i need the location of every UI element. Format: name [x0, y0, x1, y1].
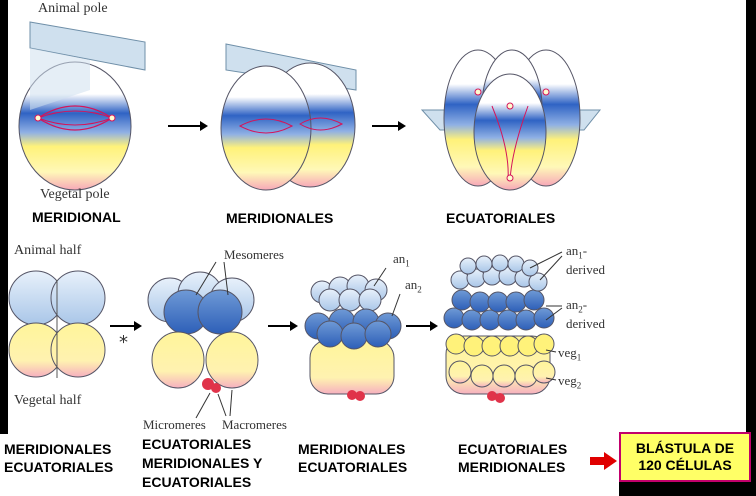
an1-text: an	[393, 251, 406, 266]
centrosome	[542, 88, 550, 96]
blastula-line2: 120 CÉLULAS	[638, 457, 732, 473]
an1-derived-word: derived	[566, 261, 605, 277]
veg1-label: veg1	[558, 346, 581, 365]
caption-bottom-3-line1: MERIDIONALES	[298, 441, 406, 457]
arrow	[110, 321, 142, 331]
leader-line	[545, 377, 557, 381]
centrosome	[506, 102, 514, 110]
an2-derived-label: an2- derived	[566, 298, 605, 331]
plane-front	[30, 48, 90, 110]
an1-derived-dash: -	[582, 243, 588, 258]
centrosome	[108, 114, 116, 122]
an1-subscript: 1	[405, 258, 410, 269]
cleavage-plane	[29, 21, 146, 71]
sixty-four-cell-stage	[443, 251, 563, 403]
an1-tier	[310, 274, 388, 312]
veg1-tier	[445, 333, 555, 357]
an2-derived-text: an	[566, 297, 579, 312]
an1-derived-tier	[450, 254, 548, 292]
animal-half-label: Animal half	[14, 243, 82, 258]
red-arrow	[590, 452, 617, 470]
an2-text: an	[405, 277, 418, 292]
leader-line	[545, 307, 563, 321]
veg2-subscript: 2	[576, 380, 582, 391]
blastula-result-box: BLÁSTULA DE 120 CÉLULAS	[619, 432, 751, 482]
caption-strip	[0, 434, 619, 496]
spindle-fibers	[37, 110, 113, 126]
caption-bottom-4-line2: MERIDIONALES	[458, 459, 566, 475]
macromeres-label: Macromeres	[222, 417, 287, 432]
leader-line	[545, 349, 557, 353]
spindle	[299, 117, 344, 131]
asterisk-mark: *	[119, 332, 128, 353]
veg2-tier	[448, 360, 556, 388]
veg2-label: veg2	[558, 374, 581, 393]
veg1-subscript: 1	[576, 352, 582, 363]
leader-line	[529, 251, 563, 269]
centrosome	[474, 88, 482, 96]
veg1-text: veg	[558, 345, 577, 360]
spindle	[491, 105, 529, 181]
caption-bottom-2-line3: ECUATORIALES	[142, 474, 252, 490]
an2-derived-word: derived	[566, 315, 605, 331]
centrosome	[34, 114, 42, 122]
vegetal-half-label: Vegetal half	[14, 393, 82, 408]
leader-line	[229, 389, 233, 417]
arrow	[406, 321, 438, 331]
an2-tier	[304, 308, 402, 350]
leader-line	[539, 255, 563, 281]
caption-bottom-2-line1: ECUATORIALES	[142, 436, 252, 452]
an1-derived-label: an1- derived	[566, 244, 605, 277]
caption-meridionales: MERIDIONALES	[226, 210, 334, 226]
leader-line	[223, 261, 229, 296]
micromere	[202, 378, 214, 390]
an2-label: an2	[405, 278, 422, 297]
an2-derived-subscript: 2	[578, 304, 583, 315]
blastula-line1: BLÁSTULA DE	[635, 440, 735, 456]
an2-subscript: 2	[417, 284, 422, 295]
leader-line	[217, 393, 227, 417]
caption-bottom-1-line2: ECUATORIALES	[4, 459, 114, 475]
leader-line	[391, 293, 401, 317]
thirty-two-cell-stage	[304, 267, 402, 401]
caption-meridional: MERIDIONAL	[32, 209, 121, 225]
arrow	[268, 321, 298, 331]
caption-ecuatoriales: ECUATORIALES	[446, 210, 556, 226]
four-cell-stage	[420, 49, 602, 191]
arrow	[372, 121, 406, 131]
single-cell-egg	[18, 21, 146, 191]
caption-bottom-3-line2: ECUATORIALES	[298, 459, 408, 475]
caption-bottom-2-line2: MERIDIONALES Y	[142, 455, 263, 471]
an2-derived-dash: -	[582, 297, 588, 312]
leader-line	[195, 261, 217, 296]
micromere	[211, 383, 221, 393]
vegetal-pole-label: Vegetal pole	[40, 187, 110, 202]
sixteen-cell-stage	[147, 261, 259, 419]
leader-line	[195, 392, 211, 419]
an1-derived-subscript: 1	[578, 250, 583, 261]
animal-pole-label: Animal pole	[38, 1, 108, 16]
micromeres-label: Micromeres	[143, 417, 206, 432]
leader-line	[373, 267, 387, 287]
mesomeres-label: Mesomeres	[224, 247, 284, 262]
an1-derived-text: an	[566, 243, 579, 258]
an2-derived-tier	[443, 289, 555, 331]
eight-cell-stage	[8, 270, 106, 378]
caption-bottom-4-line1: ECUATORIALES	[458, 441, 568, 457]
centrosome	[506, 174, 514, 182]
spindle	[238, 118, 294, 134]
blastomere	[220, 65, 312, 191]
blastomere	[473, 73, 547, 191]
two-cell-stage	[220, 43, 357, 191]
arrow	[168, 121, 208, 131]
veg2-text: veg	[558, 373, 577, 388]
an1-label: an1	[393, 252, 410, 271]
caption-bottom-1-line1: MERIDIONALES	[4, 441, 112, 457]
